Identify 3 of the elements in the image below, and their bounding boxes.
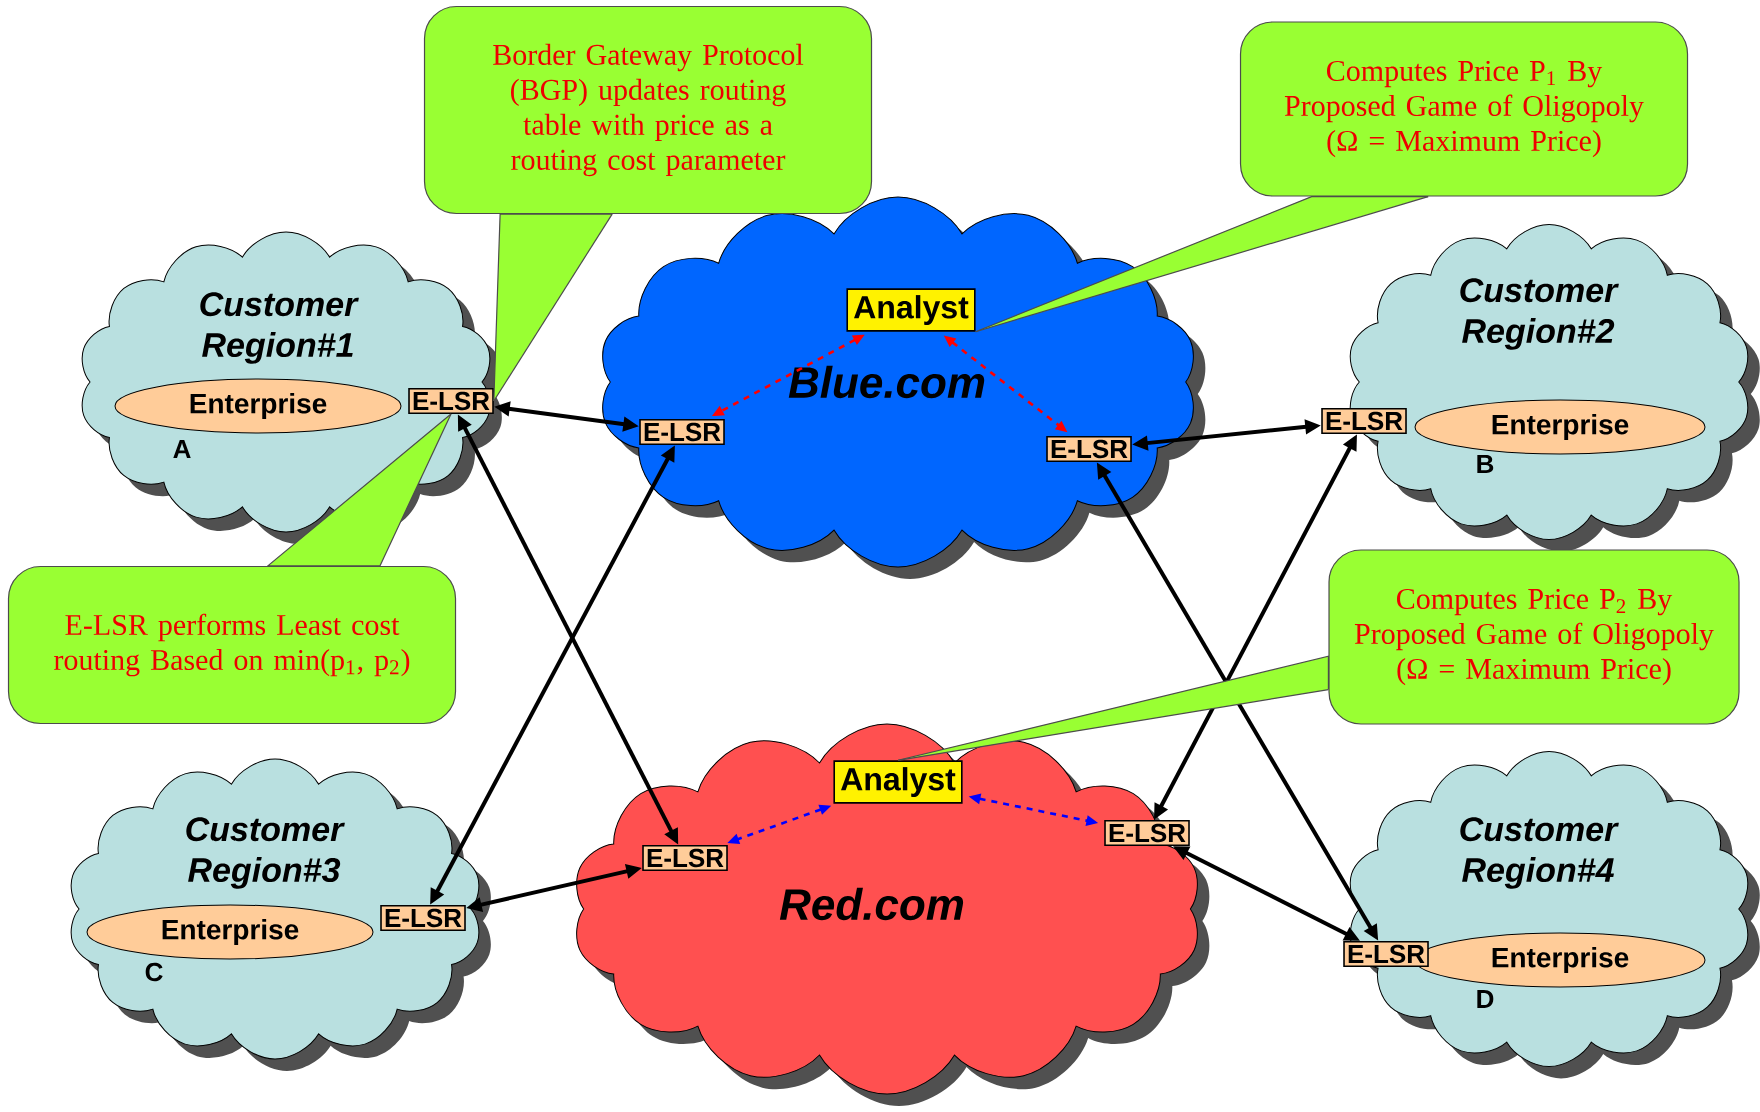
callout-bubble: Computes Price P$_{1}$ By Proposed Game of Oligopoly (Ω = Maximum Price) [1239,21,1689,197]
callout-bubble: Computes Price P$_{2}$ By Proposed Game of Oligopoly (Ω = Maximum Price) [1328,549,1740,725]
callout-tail [897,655,1329,761]
